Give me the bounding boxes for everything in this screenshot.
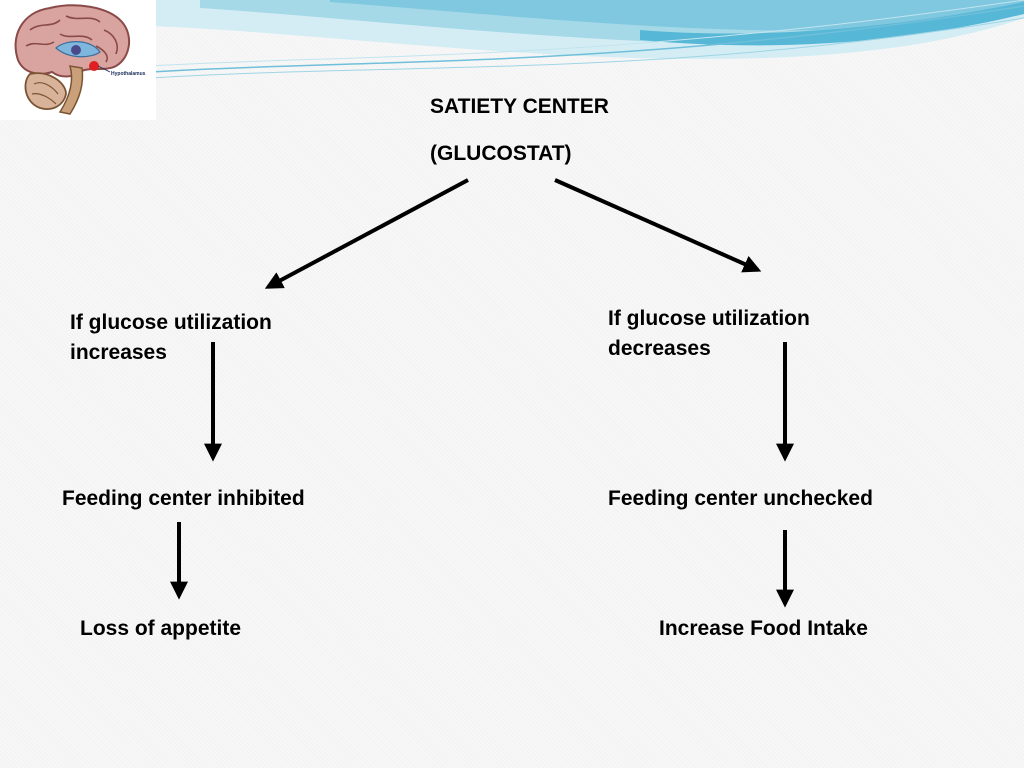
right-condition-line2: decreases — [608, 337, 711, 360]
satiety-center-title: SATIETY CENTER — [430, 95, 609, 118]
left-outcome-label: Loss of appetite — [80, 617, 242, 640]
hypothalamus-label: Hypothalamus — [111, 71, 146, 77]
left-effect-label: Feeding center inhibited — [62, 487, 305, 510]
right-condition-line1: If glucose utilization — [608, 307, 810, 330]
right-outcome-label: Increase Food Intake — [659, 617, 868, 640]
brain-image: Hypothalamus — [0, 0, 156, 120]
glucostat-subtitle: (GLUCOSTAT) — [430, 142, 572, 165]
brain-sagittal-icon: Hypothalamus — [14, 4, 146, 115]
arrow-to-right-branch — [554, 178, 762, 273]
right-effect-label: Feeding center unchecked — [608, 487, 873, 510]
arrow-to-left-branch — [264, 178, 469, 289]
left-condition-line2: increases — [70, 341, 167, 364]
header-wave-decoration — [149, 0, 1024, 79]
left-condition-line1: If glucose utilization — [70, 311, 272, 334]
